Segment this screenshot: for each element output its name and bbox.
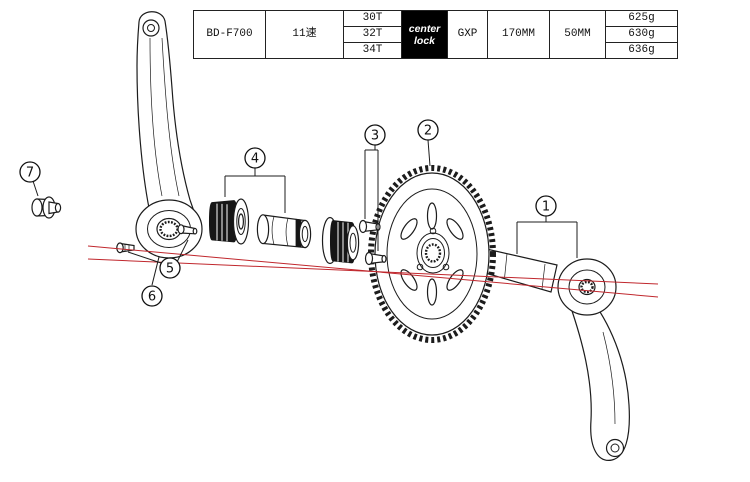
right-pedal-hole <box>605 438 625 458</box>
chainring-teeth <box>368 165 496 343</box>
chainring-hub <box>416 232 450 274</box>
axis-centerlines <box>87 245 659 298</box>
callout-7-number: 7 <box>26 166 34 181</box>
spec-model: BD-F700 <box>193 10 266 59</box>
left-pedal-hole <box>142 19 160 37</box>
hub-bolt-hole <box>442 263 450 271</box>
crank-pin <box>177 224 198 235</box>
spec-crank-length: 170MM <box>487 10 550 59</box>
callout-2: 2 <box>417 119 439 141</box>
spec-spindle-type: GXP <box>447 10 488 59</box>
spec-teeth-0: 30T <box>343 10 402 27</box>
pinch-bolt <box>116 242 135 254</box>
callout-1-number: 1 <box>542 200 550 215</box>
lock-type-line-2: lock <box>413 34 435 47</box>
callout-3-number: 3 <box>371 129 379 144</box>
spec-weight-0: 625g <box>605 10 678 27</box>
callout-5: 5 <box>159 257 181 279</box>
callout-7: 7 <box>19 161 41 183</box>
centerline-2 <box>87 258 659 285</box>
chainring-slot <box>400 218 418 240</box>
hub-bolt-hole <box>416 263 424 271</box>
spec-weight-2: 636g <box>605 42 678 59</box>
spec-teeth-1: 32T <box>343 26 402 43</box>
left-spline-hole <box>159 220 179 238</box>
chainring-slot <box>426 278 438 306</box>
lock-type-line-1: center <box>408 22 441 35</box>
callout-5-number: 5 <box>166 262 174 277</box>
right-crank-with-spindle <box>441 239 630 461</box>
chainring-slot <box>426 202 438 230</box>
left-crank-arm <box>135 11 203 259</box>
chainring <box>368 165 496 343</box>
crank-fixing-bolt <box>31 196 62 219</box>
spec-table: BD-F700 11速 30T center lock GXP 170MM 50… <box>193 10 678 59</box>
spec-chainline: 50MM <box>549 10 606 59</box>
callout-4: 4 <box>244 147 266 169</box>
callout-4-number: 4 <box>251 152 259 167</box>
hub-bolt-hole <box>429 227 437 235</box>
right-spline-hole <box>580 280 594 294</box>
callout-2-number: 2 <box>424 124 432 139</box>
callout-1: 1 <box>535 195 557 217</box>
bottom-bracket <box>208 198 360 265</box>
spec-teeth-2: 34T <box>343 42 402 59</box>
callout-6: 6 <box>141 285 163 307</box>
callout-3: 3 <box>364 124 386 146</box>
spec-lock-type: center lock <box>401 10 448 59</box>
chainring-slot <box>446 218 464 240</box>
callout-leaders <box>32 139 578 286</box>
callout-6-number: 6 <box>148 290 156 305</box>
chainring-slot <box>400 269 418 291</box>
right-crank-arm <box>569 299 630 461</box>
chainring-bolts <box>358 219 387 266</box>
hub-spline-hole <box>424 243 442 263</box>
